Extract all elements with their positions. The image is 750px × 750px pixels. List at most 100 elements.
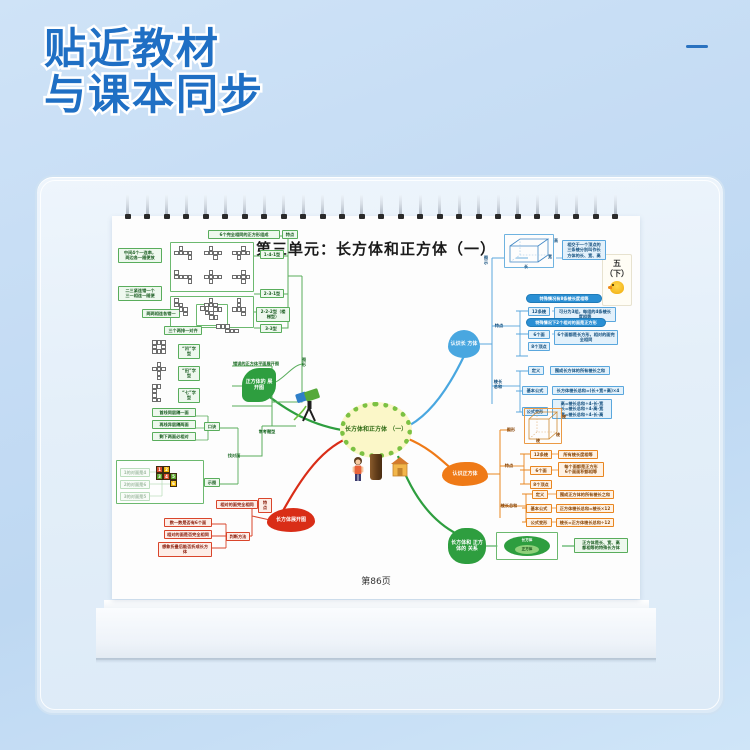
cuboid-net-feature-key[interactable]: 特点 <box>258 498 272 513</box>
cuboid-sum-2-value[interactable]: 高=棱长总和÷4-长-宽 长=棱长总和÷4-高-宽 宽=棱长总和÷4-长-高 <box>552 399 612 420</box>
net-cell <box>178 307 184 312</box>
cube-net-hint-0[interactable]: 中间4个一连串， 两边各一随便放 <box>118 248 162 263</box>
cube-net-hint-1[interactable]: 二三紧连错一个 三一相连一随便 <box>118 286 162 301</box>
cube-feature-key[interactable]: 特点 <box>504 463 514 468</box>
cuboid-feature-1-key[interactable]: 6个面 <box>528 330 550 340</box>
net-cell <box>183 250 188 256</box>
spiral-coil <box>417 194 423 219</box>
spiral-coil <box>144 194 150 219</box>
net-cell <box>236 250 242 256</box>
cube-net-type-2[interactable]: 2-2-2型（楼梯型） <box>256 307 290 322</box>
cube-net-wrong-1[interactable]: “田”字型 <box>178 366 200 381</box>
cube-sum-2-key[interactable]: 公式变形 <box>526 518 552 528</box>
net-cell <box>152 384 157 389</box>
demo-grid-cell[interactable]: 4 <box>163 473 170 480</box>
cuboid-figure-frame <box>504 234 554 268</box>
cuboid-figure-key[interactable]: 图示 <box>483 255 489 266</box>
cube-sum-1-key[interactable]: 基本公式 <box>526 504 552 514</box>
house-icon <box>391 457 409 477</box>
cube-feature-0-key[interactable]: 12条棱 <box>530 450 552 460</box>
center-node[interactable]: 长方体和正方体 （一） <box>340 402 412 458</box>
demo-grid-cell[interactable]: 6 <box>170 480 177 487</box>
net-cell <box>213 307 218 312</box>
grade-tab-line-1: 五 <box>613 259 621 268</box>
net-cell <box>241 311 246 317</box>
cuboid-feature-1-value[interactable]: 6个面都是长方形，相对的面完全相同 <box>554 330 618 345</box>
spiral-coil <box>222 194 228 219</box>
net-cell <box>208 246 214 251</box>
cuboid-feature-key[interactable]: 特点 <box>494 323 504 328</box>
demo-grid-cell[interactable]: 5 <box>170 473 177 480</box>
branch-cube-net-label[interactable]: 正方体的 展开图 <box>242 368 276 402</box>
boy-icon <box>352 457 364 481</box>
cube-net-formula-key[interactable]: 口诀 <box>204 422 220 432</box>
net-cell <box>161 340 166 345</box>
cube-label-edge-1: 棱 <box>562 414 566 419</box>
cube-sum-1-value[interactable]: 正方体棱长总和=棱长×12 <box>556 504 614 514</box>
cube-sum-key[interactable]: 棱长总和 <box>500 503 518 508</box>
cube-net-hint-3[interactable]: 三个两排一对齐 <box>164 326 202 336</box>
demo-grid-cell[interactable]: 3 <box>156 473 163 480</box>
cube-net-feature-value[interactable]: 6个完全相同的正方形组成 <box>208 230 280 240</box>
cube-net-type-0[interactable]: 1-4-1型 <box>260 250 284 260</box>
cube-net-find-opposite[interactable]: 找对面 <box>227 453 241 458</box>
cuboid-sum-0-key[interactable]: 定义 <box>528 366 544 376</box>
demo-grid-cell[interactable]: 2 <box>163 466 170 473</box>
cube-net-formula-1[interactable]: 再线异层隔两面 <box>152 420 196 430</box>
cuboid-net-feature-value[interactable]: 相对的面完全相同 <box>216 500 258 510</box>
branch-know-cuboid-label[interactable]: 认识长 方体 <box>448 330 480 358</box>
net-cell <box>183 311 188 317</box>
net-cell <box>232 274 237 280</box>
cube-feature-1-key[interactable]: 6个面 <box>530 466 552 476</box>
cuboid-net-method-1[interactable]: 相对的面是否完全相同 <box>164 530 212 540</box>
cube-sum-0-value[interactable]: 围成正方体的所有棱长之和 <box>556 490 614 500</box>
cube-net-formula-0[interactable]: 首线同层隔一面 <box>152 408 196 418</box>
branch-relation-label[interactable]: 长方体和 正方体的 关系 <box>448 528 486 564</box>
cuboid-feature-2-key[interactable]: 8个顶点 <box>528 342 550 352</box>
cube-feature-2-key[interactable]: 8个顶点 <box>530 480 552 490</box>
cuboid-net-method-0[interactable]: 数一数是否有6个面 <box>164 518 212 528</box>
demo-grid-cell[interactable]: 1 <box>156 466 163 473</box>
telescope-icon <box>293 388 320 422</box>
cube-net-feature-key[interactable]: 特点 <box>282 230 298 240</box>
cube-net-exam-title[interactable]: 常考题型 <box>258 429 276 434</box>
spiral-coil <box>592 194 599 219</box>
cube-net-wrong-title[interactable]: 错误的正方体平面展开图 <box>232 361 280 366</box>
branch-know-cube-label[interactable]: 认识正方体 <box>442 462 488 486</box>
cuboid-net-method-key[interactable]: 判断方法 <box>226 532 250 542</box>
cube-net-hint-2[interactable]: 两两相连各错一 <box>142 309 180 319</box>
cube-feature-0-value[interactable]: 所有棱长度相等 <box>558 450 598 460</box>
cuboid-net-method-2[interactable]: 想象折叠后能否折成长方体 <box>158 542 212 557</box>
cube-net-wrong-0[interactable]: “凹”字型 <box>178 344 200 359</box>
venn-inner-label: 正方体 <box>515 545 539 554</box>
net-cell <box>241 246 246 251</box>
net-cell <box>152 349 157 354</box>
net-cell <box>187 274 193 280</box>
net-cell <box>152 397 157 403</box>
cube-net-wrong-2[interactable]: “七”字型 <box>178 388 200 403</box>
net-cell <box>156 349 162 354</box>
relation-note[interactable]: 正方体是长、宽、高 都相等的特殊长方体 <box>574 538 628 553</box>
cube-net-type-3[interactable]: 3-3型 <box>260 324 282 334</box>
cube-feature-1-value[interactable]: 每个面都是正方形 6个面面积都相等 <box>558 462 604 477</box>
cuboid-sum-1-value[interactable]: 长方体棱长总和=(长+宽+高)×4 <box>552 386 624 396</box>
cube-figure-key[interactable]: 图形 <box>506 427 516 432</box>
cuboid-3d-icon <box>509 238 550 263</box>
cube-net-type-1[interactable]: 2-3-1型 <box>260 289 284 299</box>
net-cell <box>156 397 162 403</box>
cube-net-formula-2[interactable]: 剩下两面必相对 <box>152 432 196 442</box>
cuboid-sum-key[interactable]: 棱长 总和 <box>493 379 503 390</box>
cube-net-demo-key[interactable]: 示图 <box>204 478 220 488</box>
cuboid-sum-0-value[interactable]: 围成长方体的所有棱长之和 <box>550 366 610 376</box>
cube-sum-2-value[interactable]: 棱长=正方体棱长总和÷12 <box>556 518 614 528</box>
spiral-coil <box>358 194 365 219</box>
branch-cuboid-net-label[interactable]: 长方体展开图 <box>267 508 315 532</box>
cuboid-sum-1-key[interactable]: 基本公式 <box>522 386 548 396</box>
cuboid-banner-below[interactable]: 特殊情况下2个相对的面是正方形 <box>526 318 606 328</box>
cuboid-banner-above[interactable]: 特殊情况有8条棱长度相等 <box>526 294 602 304</box>
cube-sum-0-key[interactable]: 定义 <box>532 490 548 500</box>
cube-net-figure-key[interactable]: 图形 <box>301 357 307 368</box>
cuboid-figure-note[interactable]: 相交于一个顶点的 三条棱分别叫作长 方体的长、宽、高 <box>562 240 606 261</box>
net-cell <box>152 393 157 398</box>
cuboid-feature-0-key[interactable]: 12条棱 <box>528 307 550 317</box>
